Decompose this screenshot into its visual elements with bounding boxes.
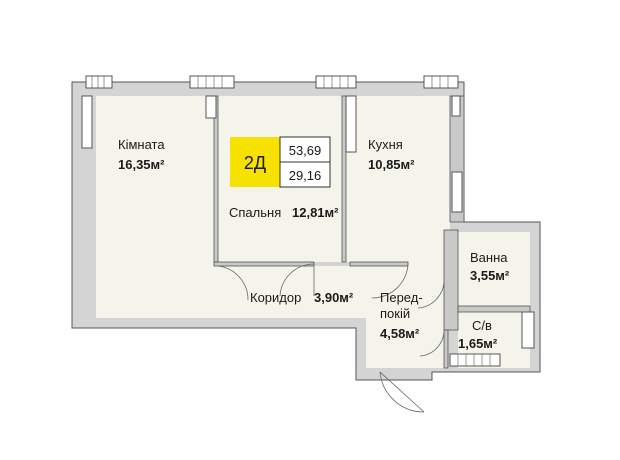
badge-living-area: 29,16 bbox=[289, 168, 322, 183]
radiator-vanna bbox=[521, 311, 535, 349]
label-kimnata: Кімната bbox=[118, 137, 165, 152]
floor-kukhnia bbox=[346, 96, 450, 262]
badge-code-box bbox=[230, 137, 280, 187]
windows bbox=[85, 75, 501, 367]
area-perepokii: 4,58м² bbox=[380, 326, 420, 341]
badge-total-area: 53,69 bbox=[289, 143, 322, 158]
area-spalnia: 12,81м² bbox=[292, 205, 339, 220]
area-korydor: 3,90м² bbox=[314, 290, 354, 305]
area-kimnata: 16,35м² bbox=[118, 157, 165, 172]
window-top-kitchen bbox=[315, 75, 357, 89]
door-kimnata bbox=[217, 265, 249, 301]
area-sv: 1,65м² bbox=[458, 336, 498, 351]
window-bottom-sv bbox=[449, 353, 501, 367]
area-vanna: 3,55м² bbox=[470, 268, 510, 283]
vent-kitchen bbox=[451, 171, 463, 213]
label-korydor: Коридор bbox=[250, 290, 301, 305]
area-kukhnia: 10,85м² bbox=[368, 157, 415, 172]
window-top-right bbox=[423, 75, 459, 89]
label-kukhnia: Кухня bbox=[368, 137, 403, 152]
floor-vanna bbox=[458, 232, 530, 306]
door-kukhnia bbox=[371, 263, 409, 299]
window-top-middle bbox=[189, 75, 235, 89]
apartment-badge: 2Д 53,69 29,16 bbox=[230, 136, 331, 188]
badge-code: 2Д bbox=[244, 153, 266, 173]
window-top-left bbox=[85, 75, 113, 89]
radiator-kukhnia-right bbox=[451, 95, 461, 117]
floor-kimnata bbox=[96, 96, 214, 318]
label-spalnia: Спальня bbox=[229, 205, 281, 220]
radiators bbox=[81, 95, 535, 349]
door-entrance bbox=[379, 371, 425, 413]
label-perepokii-2: покій bbox=[380, 306, 410, 321]
door-vanna bbox=[417, 279, 445, 309]
door-spalnia bbox=[279, 263, 315, 297]
door-sv bbox=[419, 329, 445, 357]
radiator-spalnia bbox=[205, 95, 217, 119]
label-vanna: Ванна bbox=[470, 250, 508, 265]
floor-perepokii bbox=[366, 262, 444, 368]
doors bbox=[217, 263, 445, 413]
window-hatch bbox=[91, 76, 491, 366]
label-perepokii-1: Перед- bbox=[380, 290, 423, 305]
radiator-kimnata bbox=[81, 95, 93, 149]
radiator-kukhnia bbox=[345, 95, 357, 153]
label-sv: С/в bbox=[472, 318, 492, 333]
